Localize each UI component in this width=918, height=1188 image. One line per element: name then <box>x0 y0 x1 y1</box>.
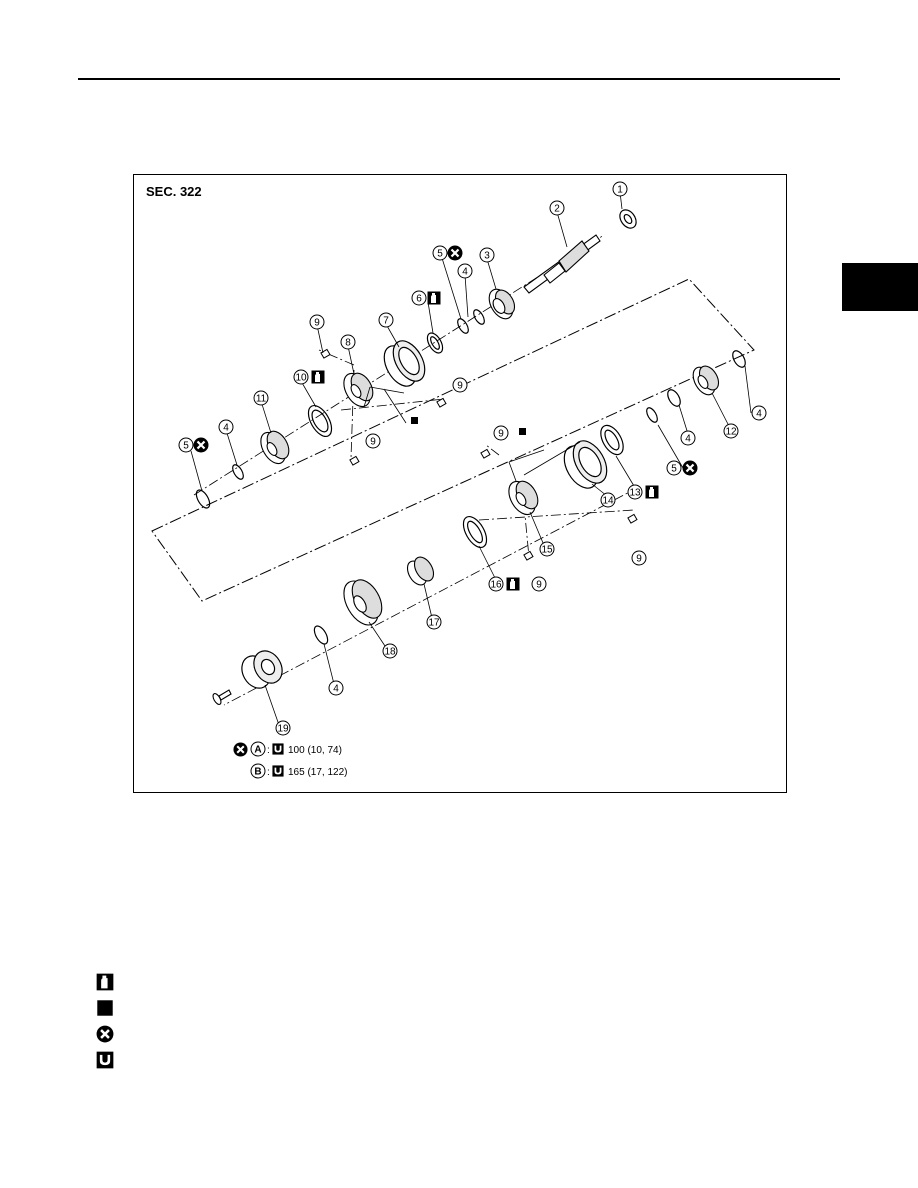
hub-assembly-marker-lower <box>519 428 526 435</box>
callout-9f: 9 <box>536 580 542 591</box>
torque-spec-b: B : 165 (17, 122) <box>250 763 348 779</box>
baulk-ring-10 <box>307 405 333 437</box>
assembly-boundary <box>151 278 755 602</box>
callout-4c: 4 <box>756 409 762 420</box>
callout-4d: 4 <box>685 434 691 445</box>
baulk-ring-16 <box>462 516 488 548</box>
synchronizer-hub-15 <box>508 480 539 516</box>
grease-icon <box>506 577 520 591</box>
callout-18: 18 <box>384 647 396 658</box>
callout-2: 2 <box>554 204 560 215</box>
callout-11: 11 <box>256 394 267 405</box>
do-not-reuse-icon <box>96 1025 114 1043</box>
callout-14: 14 <box>602 496 614 507</box>
callout-4b: 4 <box>223 423 229 434</box>
callout-15: 15 <box>541 545 553 556</box>
do-not-reuse-icon <box>233 742 248 757</box>
pilot-bearing <box>619 209 637 229</box>
spec-b-letter: B <box>254 767 261 778</box>
hub-assembly-marker-upper <box>411 417 418 424</box>
do-not-reuse-icon <box>193 437 209 453</box>
gear-11 <box>260 430 290 465</box>
callout-10: 10 <box>295 373 307 384</box>
symbol-legend <box>96 974 114 1078</box>
baulk-ring-13 <box>600 424 624 456</box>
torque-wrench-icon <box>272 765 284 777</box>
spec-b-value: 165 (17, 122) <box>288 767 348 778</box>
callout-9d: 9 <box>498 429 504 440</box>
spec-a-letter: A <box>254 745 261 756</box>
callout-8: 8 <box>345 338 351 349</box>
spec-a-value: 100 (10, 74) <box>288 745 342 756</box>
coupling-sleeve-7 <box>383 340 426 387</box>
legend-item-grease <box>96 974 114 990</box>
grease-icon <box>645 485 659 499</box>
torque-wrench-icon <box>96 1051 114 1069</box>
callout-7: 7 <box>383 316 389 327</box>
section-tab <box>842 263 918 311</box>
legend-item-assembly <box>96 1000 114 1016</box>
shifting-inserts-upper <box>320 348 447 466</box>
do-not-reuse-icon <box>682 460 698 476</box>
legend-item-torque <box>96 1052 114 1068</box>
callout-1: 1 <box>617 185 623 196</box>
gear-12 <box>692 365 720 396</box>
callout-5c: 5 <box>671 464 677 475</box>
black-square-icon <box>97 1000 113 1016</box>
synchronizer-hub-8 <box>343 372 374 408</box>
callout-9e: 9 <box>636 554 642 565</box>
svg-text::: : <box>267 767 270 778</box>
callout-9b: 9 <box>457 381 463 392</box>
callout-6: 6 <box>416 294 422 305</box>
right-rings <box>646 350 746 423</box>
callout-5b: 5 <box>183 441 189 452</box>
diagram-canvas: 1 2 3 4 5 6 7 8 9 9 9 10 11 4 5 4 12 4 5… <box>151 181 767 779</box>
torque-spec-a: A : 100 (10, 74) <box>233 741 342 757</box>
callout-13: 13 <box>629 488 641 499</box>
grease-icon <box>427 291 441 305</box>
callout-4e: 4 <box>333 684 339 695</box>
callout-17: 17 <box>428 618 440 629</box>
callout-9c: 9 <box>370 437 376 448</box>
gear-18 <box>343 579 383 626</box>
callout-numbers: 1 2 3 4 5 6 7 8 9 9 9 10 11 4 5 4 12 4 5… <box>178 181 767 736</box>
coupling-sleeve-14 <box>563 440 608 489</box>
callout-4a: 4 <box>462 267 468 278</box>
callout-5a: 5 <box>437 249 443 260</box>
upper-rings <box>426 309 485 354</box>
header-rule <box>78 78 840 80</box>
shifting-inserts-lower <box>480 448 638 561</box>
grease-icon <box>96 973 114 991</box>
needle-bearing-17 <box>406 556 435 586</box>
gear-3 <box>488 288 516 320</box>
callout-16: 16 <box>490 580 502 591</box>
do-not-reuse-icon <box>447 245 463 261</box>
left-rings <box>195 464 244 509</box>
section-label: SEC. 322 <box>146 184 202 199</box>
exploded-view-diagram: 1 2 3 4 5 6 7 8 9 9 9 10 11 4 5 4 12 4 5… <box>133 174 787 793</box>
main-shaft <box>523 234 601 294</box>
callout-19: 19 <box>277 724 289 735</box>
torque-wrench-icon <box>272 743 284 755</box>
callout-12: 12 <box>725 427 737 438</box>
legend-item-do-not-reuse <box>96 1026 114 1042</box>
callout-3: 3 <box>484 251 490 262</box>
callout-9a: 9 <box>314 318 320 329</box>
ball-bearing-19 <box>241 650 283 689</box>
lower-ring <box>313 625 329 645</box>
svg-text::: : <box>267 745 270 756</box>
bolt <box>212 689 232 705</box>
grease-icon <box>311 370 325 384</box>
